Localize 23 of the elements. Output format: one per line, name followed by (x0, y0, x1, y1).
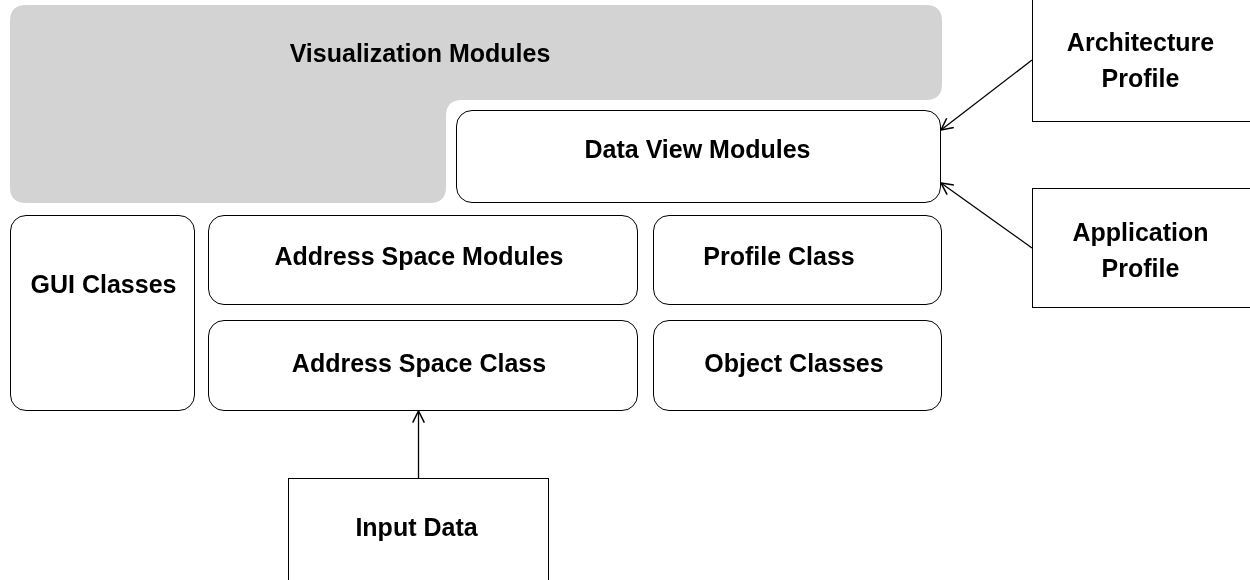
module-box (456, 110, 941, 203)
class-box (10, 215, 195, 411)
box-label: Object Classes (703, 348, 885, 379)
box-label: Address Space Class (290, 348, 548, 379)
class-box (653, 215, 942, 305)
arrow (411, 410, 426, 479)
class-box (653, 320, 942, 411)
data-box (288, 478, 549, 580)
box-label: Input Data (354, 512, 479, 543)
box-label: GUI Classes (29, 269, 178, 300)
profile-box (1032, 0, 1250, 122)
class-box (208, 320, 638, 411)
box-label: Architecture Profile (1065, 27, 1216, 95)
arrow (940, 59, 1033, 131)
panel-title: Visualization Modules (288, 38, 552, 69)
profile-box (1032, 188, 1250, 308)
box-label: Address Space Modules (273, 241, 565, 272)
box-label: Application Profile (1071, 217, 1210, 285)
module-box (208, 215, 638, 305)
box-label: Profile Class (702, 241, 856, 272)
box-label: Data View Modules (583, 134, 812, 165)
arrow (940, 182, 1033, 249)
module-panel (10, 5, 942, 203)
